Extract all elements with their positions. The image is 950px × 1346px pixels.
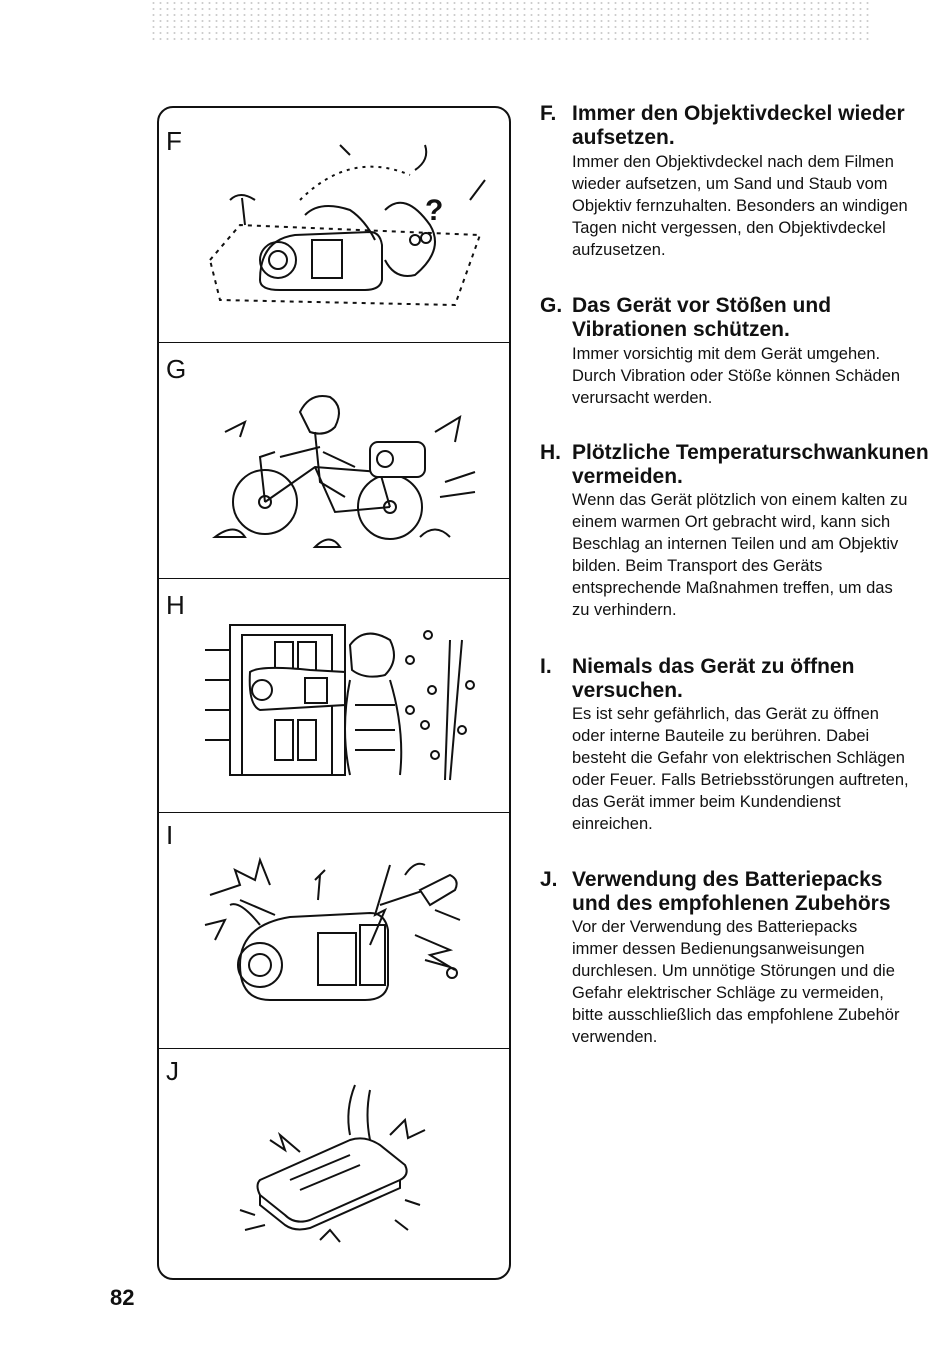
camcorder-opened-warning-illustration	[204, 856, 461, 1001]
illustration-panel-frame	[157, 106, 511, 1280]
item-title: Das Gerät vor Stößen und Vibrationen sch…	[572, 294, 832, 341]
item-letter: I.	[540, 655, 552, 678]
panel-letter-h: H	[166, 590, 185, 620]
bicycle-vibration-illustration	[211, 395, 476, 548]
item-letter: G.	[540, 294, 563, 317]
item-body: Wenn das Gerät plötzlich von einem kalte…	[572, 491, 908, 619]
panel-letter-j: J	[166, 1056, 179, 1086]
panel-letter-i: I	[166, 820, 174, 850]
panel-divider	[157, 342, 511, 343]
instructions-column: F. Immer den Objektivdeckel wieder aufse…	[540, 0, 950, 1346]
scan-speckle-band	[150, 0, 870, 40]
panel-divider	[157, 578, 511, 579]
item-g: G. Das Gerät vor Stößen und Vibrationen …	[540, 294, 950, 414]
item-body: Es ist sehr gefährlich, das Gerät zu öff…	[572, 705, 909, 833]
item-title: Plötzliche Temperaturschwankunen vermeid…	[572, 441, 929, 488]
item-i: I. Niemals das Gerät zu öffnen versuchen…	[540, 655, 950, 845]
panel-letter-g: G	[166, 354, 187, 384]
camcorder-on-beach-illustration: ?	[208, 144, 486, 307]
item-body: Immer vorsichtig mit dem Gerät umgehen. …	[572, 345, 901, 407]
item-body: Vor der Verwendung des Batteriepacks imm…	[572, 918, 900, 1046]
panel-letter-f: F	[166, 126, 182, 156]
item-j: J. Verwendung des Batteriepacks und des …	[540, 868, 950, 1058]
item-title: Verwendung des Batteriepacks und des emp…	[572, 868, 891, 915]
item-h: H. Plötzliche Temperaturschwankunen verm…	[540, 441, 950, 631]
item-title: Niemals das Gerät zu öffnen versuchen.	[572, 655, 855, 702]
item-letter: J.	[540, 868, 558, 891]
item-body: Immer den Objektivdeckel nach dem Filmen…	[572, 153, 908, 259]
battery-pack-illustration	[239, 1084, 426, 1243]
item-f: F. Immer den Objektivdeckel wieder aufse…	[540, 102, 950, 272]
item-letter: H.	[540, 441, 561, 464]
panel-divider	[157, 1048, 511, 1049]
temperature-change-door-illustration	[205, 624, 475, 781]
item-title: Immer den Objektivdeckel wieder aufsetze…	[572, 102, 905, 149]
svg-text:?: ?	[425, 194, 443, 227]
item-letter: F.	[540, 102, 557, 125]
panel-divider	[157, 812, 511, 813]
page-number: 82	[110, 1285, 135, 1310]
